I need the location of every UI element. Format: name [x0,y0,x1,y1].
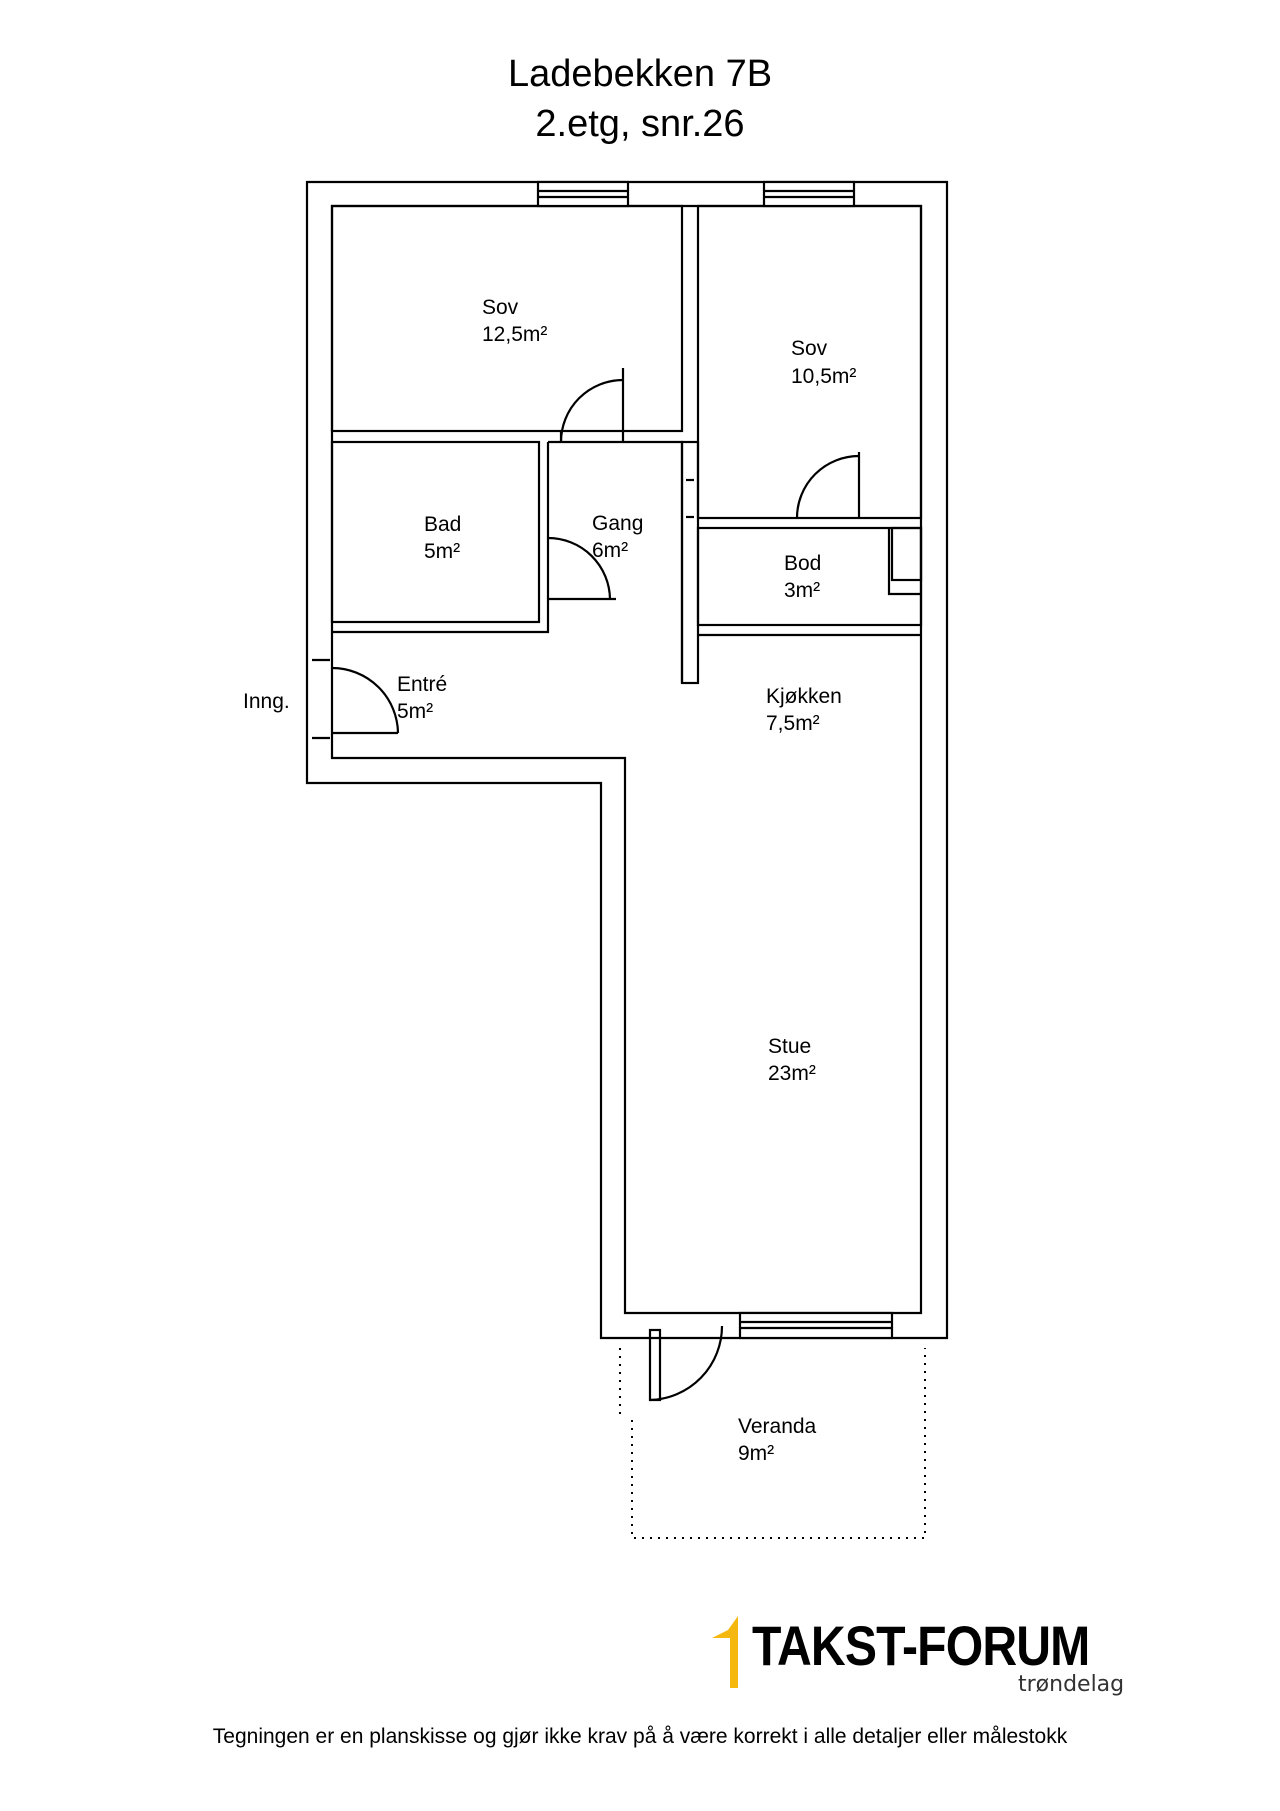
room-area-veranda: 9m² [738,1442,774,1465]
room-bod-outline [696,526,923,627]
room-bod-nook [887,527,921,596]
room-label-gang: Gang [592,512,643,535]
room-label-bad: Bad [424,513,461,536]
room-area-bad: 5m² [424,540,460,563]
outer-wall-outer [305,180,949,1340]
logo-main-text: TAKST-FORUM [752,1614,1090,1677]
room-gang-outline [332,440,684,683]
room-label-kjokken: Kjøkken [766,685,842,708]
window-sov-1 [536,180,630,208]
company-logo: TAKST-FORUM trøndelag [706,1612,1126,1702]
veranda-outline [619,1348,926,1539]
room-label-stue: Stue [768,1035,811,1058]
room-sov-2-outline [696,204,923,520]
room-label-veranda: Veranda [738,1415,817,1438]
wall-stub-gang-kjokken [680,440,700,685]
door-gang-bod [686,478,694,519]
room-area-bod: 3m² [784,579,820,602]
room-label-entre: Entré [397,673,447,696]
room-label-bod: Bod [784,552,821,575]
entrance-label: Inng. [243,690,290,713]
door-veranda [648,1325,724,1402]
room-area-gang: 6m² [592,539,628,562]
room-area-sov-1: 12,5m² [482,323,547,346]
disclaimer: Tegningen er en planskisse og gjør ikke … [212,1725,1068,1748]
room-area-kjokken: 7,5m² [766,712,820,735]
room-sov-1-outline [330,204,684,433]
door-entre [331,666,400,735]
room-label-sov-1: Sov [482,296,519,319]
door-sov-2 [795,452,861,519]
logo-sub-text: trøndelag [1018,1672,1125,1697]
plan-title: Ladebekken 7B [507,53,773,95]
door-bad [547,536,616,601]
window-stue [738,1311,894,1340]
plan-subtitle: 2.etg, snr.26 [535,103,745,145]
room-area-entre: 5m² [397,700,433,723]
door-sov-1 [559,368,625,443]
room-bad-outline [330,440,541,624]
bod-cabinet [890,526,923,582]
room-area-sov-2: 10,5m² [791,365,856,388]
room-label-sov-2: Sov [791,337,828,360]
window-sov-2 [762,180,856,208]
room-area-stue: 23m² [768,1062,816,1085]
logo-house-icon [712,1616,738,1688]
